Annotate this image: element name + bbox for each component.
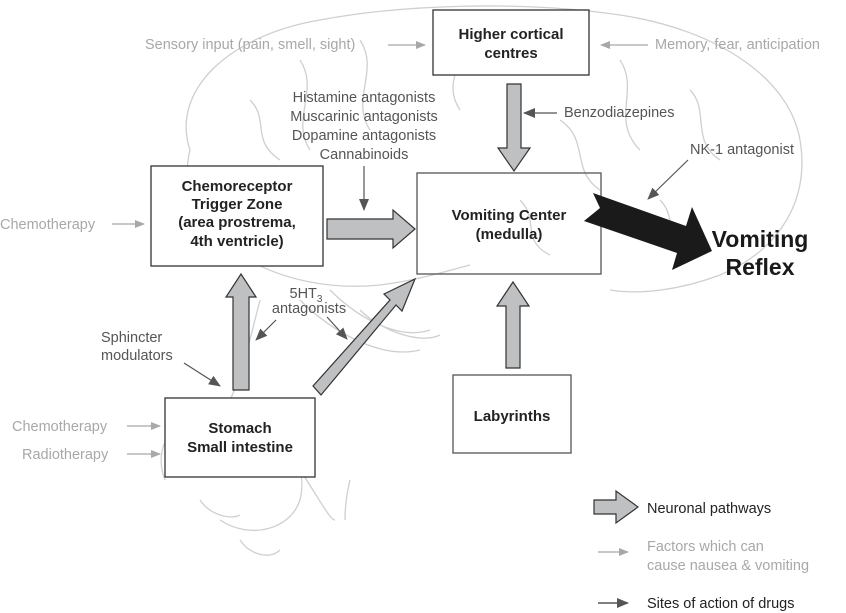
higher-cortical-centres-box: Higher cortical centres: [432, 9, 590, 76]
box-label-line: Chemoreceptor: [182, 178, 293, 195]
factor-sensory-input: Sensory input (pain, smell, sight): [145, 37, 355, 53]
box-label-line: 4th ventricle): [190, 233, 283, 250]
box-label-line: Vomiting Center: [452, 207, 567, 224]
chemoreceptor-trigger-zone-box: Chemoreceptor Trigger Zone (area prostre…: [150, 165, 324, 267]
legend-drug-label: Sites of action of drugs: [647, 596, 795, 612]
drug-benzodiazepines: Benzodiazepines: [564, 105, 674, 121]
labyrinths-box: Labyrinths: [452, 374, 572, 454]
drug-label-line: modulators: [101, 348, 173, 364]
drug-5ht3-main: 5HT: [290, 286, 318, 302]
drug-5ht3-label: 5HT3: [290, 286, 323, 305]
drug-5ht3-subscript: 3: [317, 294, 323, 305]
box-label-line: Stomach: [208, 420, 271, 437]
vomiting-reflex-arrow: [584, 193, 712, 270]
box-label-line: (area prostrema,: [178, 214, 296, 231]
drug-label-line: Sphincter: [101, 330, 162, 346]
drug-5ht3-label-line2: antagonists: [272, 301, 346, 317]
factor-chemotherapy-ctz: Chemotherapy: [0, 217, 96, 233]
drug-nk1-antagonist: NK-1 antagonist: [690, 142, 794, 158]
pathway-arrow-cortical-to-vc: [496, 83, 532, 173]
drug-label-line: Dopamine antagonists: [292, 128, 436, 144]
box-label-line: Small intestine: [187, 439, 293, 456]
pathway-arrow-stomach-to-ctz: [224, 272, 258, 391]
drug-label-line: Cannabinoids: [320, 147, 409, 163]
drug-arrow-sphincter: [183, 362, 221, 387]
vomiting-reflex-label-line: Vomiting: [712, 226, 809, 252]
drug-arrow-5ht3-vc: [326, 316, 348, 340]
factor-radiotherapy: Radiotherapy: [22, 447, 109, 463]
legend-factor-label-line: Factors which can: [647, 539, 764, 555]
legend-neuronal-pathway-icon: [593, 489, 640, 525]
legend-neuronal-label: Neuronal pathways: [647, 501, 771, 517]
pathway-arrow-stomach-to-vc: [312, 277, 417, 396]
legend: Neuronal pathways Factors which can caus…: [593, 489, 809, 612]
box-label-line: Higher cortical: [458, 26, 563, 43]
pathway-arrow-ctz-to-vc: [326, 208, 416, 250]
factor-memory-fear: Memory, fear, anticipation: [655, 37, 820, 53]
drug-label-line: Muscarinic antagonists: [290, 109, 438, 125]
box-label-line: centres: [484, 45, 537, 62]
pathway-arrow-labyrinths-to-vc: [495, 280, 531, 369]
stomach-small-intestine-box: Stomach Small intestine: [164, 397, 316, 478]
factor-chemotherapy-gut: Chemotherapy: [12, 419, 108, 435]
box-label-line: Trigger Zone: [192, 196, 283, 213]
vomiting-center-box: Vomiting Center (medulla): [416, 172, 602, 275]
box-label-line: Labyrinths: [474, 408, 551, 425]
drug-arrow-nk1: [647, 159, 689, 200]
box-label-line: (medulla): [476, 226, 543, 243]
legend-factor-label-line: cause nausea & vomiting: [647, 558, 809, 574]
drug-arrow-5ht3-ctz: [255, 319, 277, 341]
vomiting-reflex-label-line: Reflex: [725, 254, 794, 280]
drug-label-line: Histamine antagonists: [293, 90, 436, 106]
